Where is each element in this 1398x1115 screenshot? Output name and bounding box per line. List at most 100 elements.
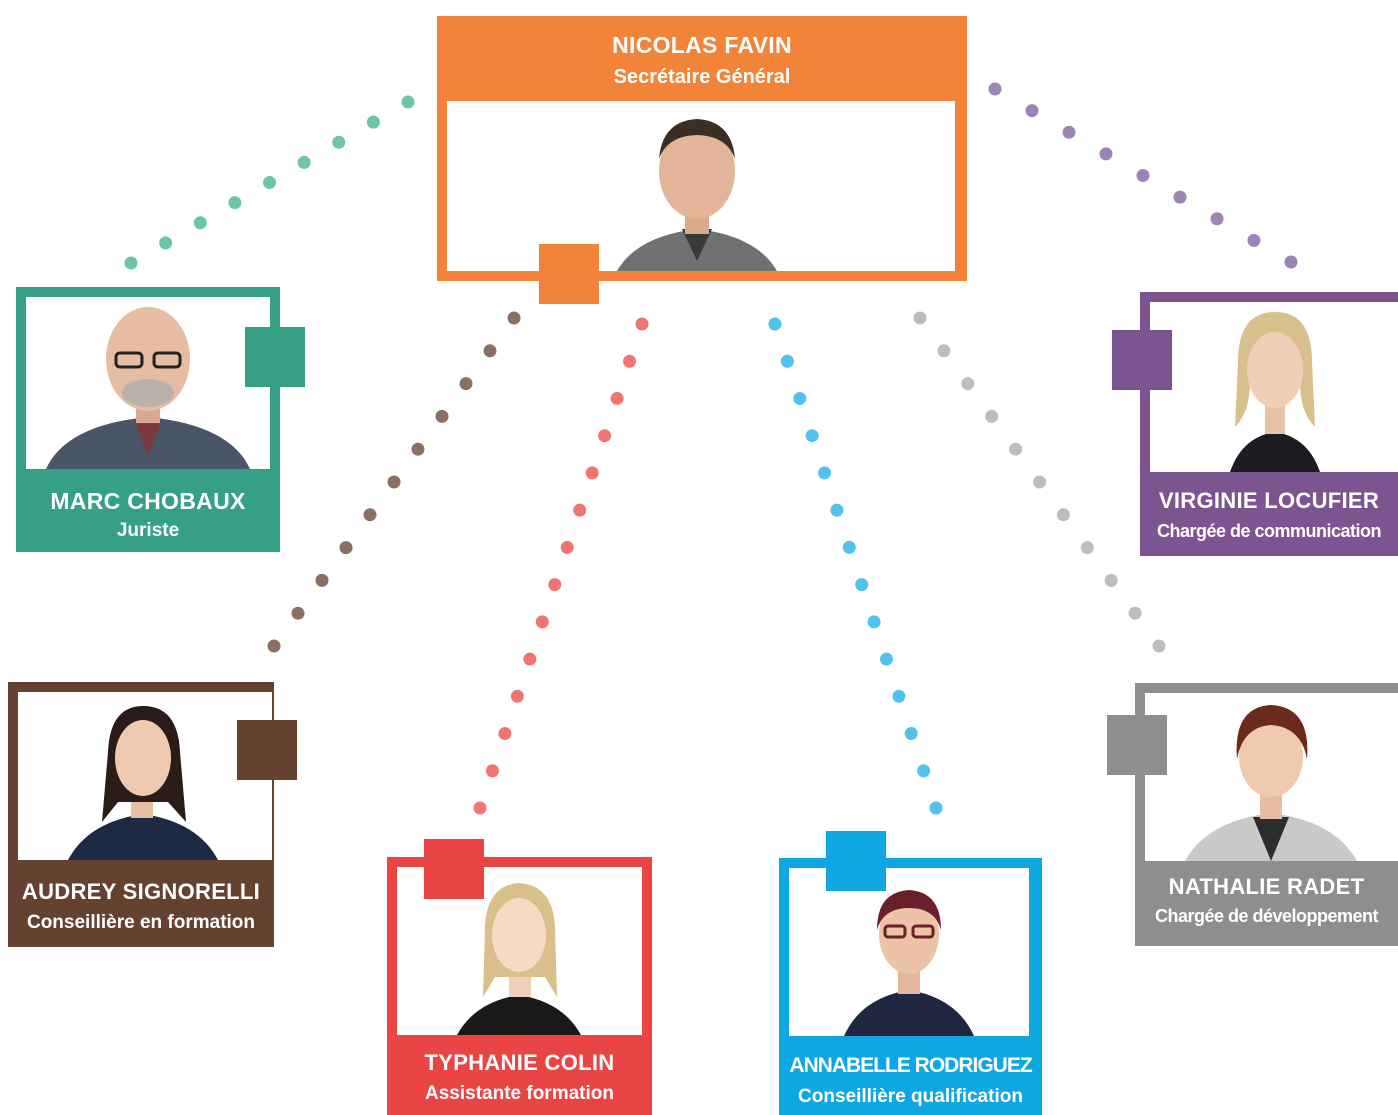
connector-dot <box>339 541 353 555</box>
connector-dot <box>498 727 512 741</box>
member-card-annabelle: ANNABELLE RODRIGUEZ Conseillière qualifi… <box>779 858 1042 1115</box>
connector-dot <box>363 508 377 522</box>
connector-dot <box>1173 190 1187 204</box>
connector-dot <box>1025 104 1039 118</box>
marc-connector-square <box>245 327 305 387</box>
connector-dot <box>535 615 549 629</box>
connector-dot <box>510 689 524 703</box>
connector-dot <box>805 429 819 443</box>
connector-dot <box>1210 212 1224 226</box>
connector-dot <box>332 135 346 149</box>
member-card-nathalie: NATHALIE RADET Chargée de développement <box>1135 683 1398 946</box>
member-name-audrey: AUDREY SIGNORELLI <box>21 879 261 904</box>
connector-dot <box>263 176 276 189</box>
connector-dot <box>1152 639 1166 653</box>
connector-dot <box>855 578 869 592</box>
connector-dot <box>366 115 380 129</box>
connector-dot <box>937 344 951 358</box>
member-name-nathalie: NATHALIE RADET <box>1168 874 1365 899</box>
connector-dot <box>401 95 415 109</box>
connector-dot <box>1284 255 1298 269</box>
connector-dot <box>1128 606 1142 620</box>
member-photo-annabelle <box>789 868 1029 1036</box>
audrey-connector-square <box>237 720 297 780</box>
member-card-typhanie: TYPHANIE COLIN Assistante formation <box>387 857 652 1115</box>
connector-dot <box>635 317 649 331</box>
virginie-connector-square <box>1112 330 1172 390</box>
person-portrait-icon <box>46 307 250 469</box>
nathalie-connector-square <box>1107 715 1167 775</box>
connector-dot <box>988 82 1002 96</box>
connector-dot <box>1009 442 1023 456</box>
connector-dot <box>879 652 893 666</box>
connector-dot <box>387 475 401 489</box>
person-portrait-icon <box>68 706 218 860</box>
person-portrait-icon <box>1230 312 1320 472</box>
connector-dot <box>485 764 499 778</box>
connector-dot <box>585 466 599 480</box>
connector-dot <box>793 391 807 405</box>
connector-typhanie <box>473 317 649 815</box>
connector-dot <box>315 573 329 587</box>
annabelle-connector-square <box>826 831 886 891</box>
person-portrait-icon <box>1185 705 1357 861</box>
member-card-audrey: AUDREY SIGNORELLI Conseillière en format… <box>8 682 274 947</box>
connector-dot <box>507 311 521 325</box>
member-photo-audrey <box>18 692 272 860</box>
connector-dot <box>1056 508 1070 522</box>
connector-dot <box>523 652 537 666</box>
connector-dot <box>1033 475 1046 489</box>
connector-dot <box>548 578 562 592</box>
member-role-nathalie: Chargée de développement <box>1154 906 1379 926</box>
member-name-annabelle: ANNABELLE RODRIGUEZ <box>789 1054 1032 1077</box>
connector-dot <box>1062 125 1076 139</box>
connector-dot <box>435 409 449 423</box>
connector-dot <box>159 236 173 250</box>
connector-dot <box>1136 169 1150 182</box>
connector-dot <box>573 503 587 517</box>
member-name-typhanie: TYPHANIE COLIN <box>424 1050 615 1075</box>
connector-nathalie <box>913 311 1166 653</box>
connector-dot <box>768 317 782 331</box>
connector-dot <box>297 155 311 169</box>
connector-dot <box>291 606 305 620</box>
connector-dot <box>961 377 975 391</box>
head-name: NICOLAS FAVIN <box>612 32 792 58</box>
connector-dot <box>560 540 574 554</box>
typhanie-connector-square <box>424 839 484 899</box>
head-photo <box>447 101 955 271</box>
connector-annabelle <box>768 317 943 815</box>
member-card-virginie: VIRGINIE LOCUFIER Chargée de communicati… <box>1140 292 1398 556</box>
member-role-virginie: Chargée de communication <box>1156 521 1382 541</box>
member-photo-nathalie <box>1145 693 1398 861</box>
head-card: NICOLAS FAVIN Secrétaire Général <box>437 16 967 304</box>
member-name-virginie: VIRGINIE LOCUFIER <box>1158 488 1380 513</box>
connector-dot <box>985 409 999 423</box>
connector-dot <box>1099 147 1113 161</box>
connector-dot <box>193 216 207 230</box>
member-photo-marc <box>26 297 270 469</box>
connector-dot <box>473 801 487 815</box>
head-connector-square <box>539 244 599 304</box>
member-role-audrey: Conseillière en formation <box>26 912 256 933</box>
connector-dot <box>610 391 624 405</box>
connector-virginie <box>988 82 1298 269</box>
connector-dot <box>1080 541 1094 555</box>
connector-dot <box>830 503 844 517</box>
person-portrait-icon <box>617 119 777 271</box>
connector-dot <box>267 639 281 653</box>
member-role-annabelle: Conseillière qualification <box>798 1086 1023 1107</box>
connector-dot <box>929 801 943 815</box>
connector-audrey <box>267 311 521 653</box>
connector-dot <box>483 344 497 358</box>
member-role-typhanie: Assistante formation <box>425 1083 614 1104</box>
head-role: Secrétaire Général <box>613 66 791 88</box>
connector-dot <box>1104 573 1118 587</box>
member-photo-virginie <box>1150 302 1398 472</box>
person-portrait-icon <box>457 883 581 1035</box>
connector-dot <box>459 377 473 391</box>
connector-dot <box>917 764 931 778</box>
member-role-marc: Juriste <box>116 520 180 541</box>
member-card-marc: MARC CHOBAUX Juriste <box>16 287 280 552</box>
connector-dot <box>780 354 794 368</box>
